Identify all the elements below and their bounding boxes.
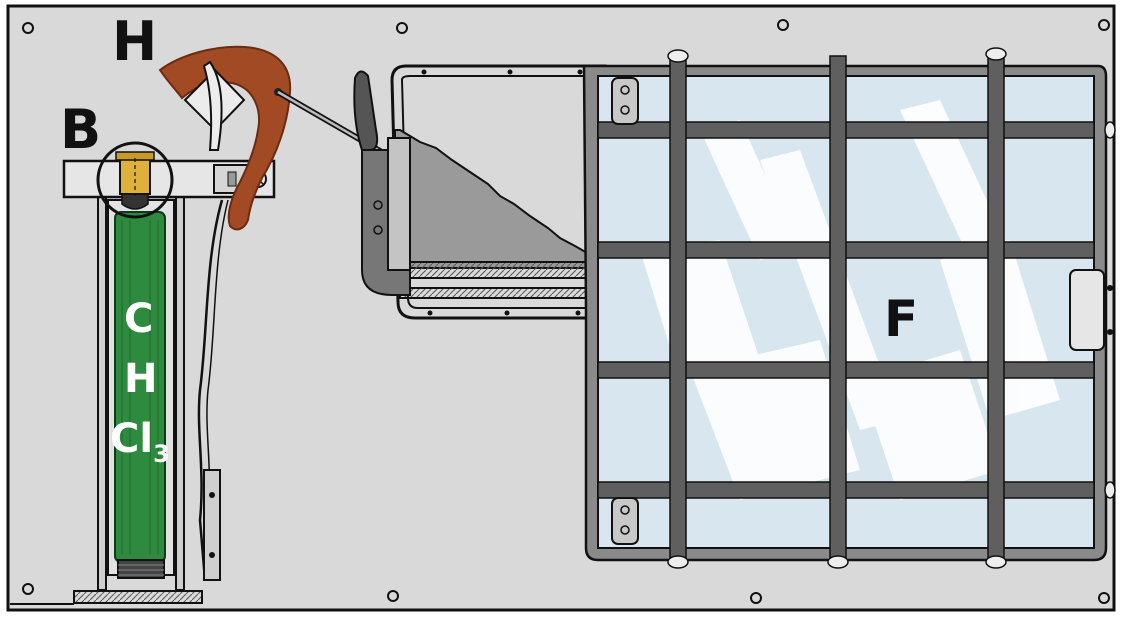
- tube-label-h: H: [124, 356, 157, 402]
- mounting-hole: [396, 22, 408, 34]
- tube-label-cl-subscript: 3: [153, 440, 170, 468]
- tube-label-cl: Cl3: [110, 416, 170, 468]
- label-bulb: B: [60, 98, 101, 161]
- bulb-highlight-ring: [96, 141, 174, 219]
- mounting-hole: [750, 592, 762, 604]
- label-hammer: H: [112, 10, 157, 73]
- label-window: F: [884, 290, 918, 348]
- mounting-hole: [1098, 19, 1110, 31]
- barred-window-icon: [582, 47, 1116, 569]
- tube-assembly: [10, 177, 229, 605]
- mounting-holes: [22, 19, 1110, 604]
- tube-label-cl-main: Cl: [110, 416, 153, 462]
- mounting-hole: [777, 19, 789, 31]
- base-plate: [73, 590, 203, 604]
- tube-label-c: C: [124, 296, 153, 342]
- mounting-hole: [22, 22, 34, 34]
- mounting-hole: [22, 583, 34, 595]
- mounting-hole: [387, 590, 399, 602]
- mounting-hole: [1098, 592, 1110, 604]
- sheet-holder: [353, 64, 607, 320]
- chloroform-bulb-icon: [96, 141, 174, 219]
